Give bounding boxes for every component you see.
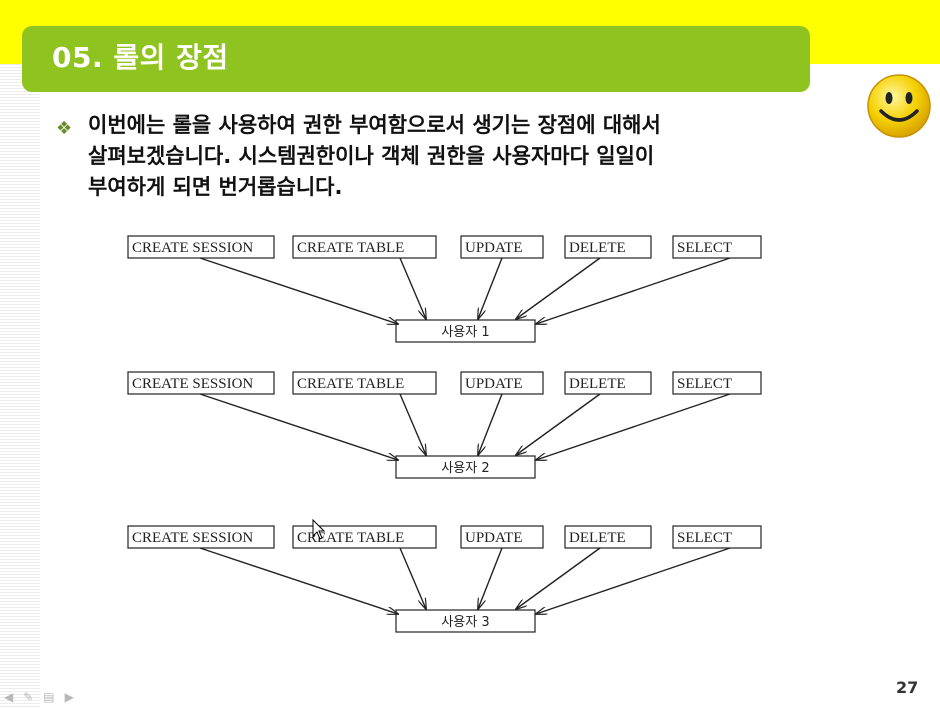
- privilege-box: [564, 235, 652, 259]
- privilege-label: DELETE: [569, 376, 626, 392]
- privilege-label: CREATE TABLE: [297, 530, 404, 546]
- body-line-2: 살펴보겠습니다. 시스템권한이나 객체 권한을 사용자마다 일일이: [88, 144, 655, 168]
- grant-arrow: [516, 547, 601, 609]
- grant-arrow: [399, 547, 426, 609]
- grant-arrow: [399, 393, 426, 455]
- mouse-pointer-icon: [312, 519, 326, 540]
- grant-arrow: [536, 257, 731, 324]
- privilege-label: SELECT: [677, 376, 732, 392]
- grant-arrow: [399, 257, 426, 319]
- smiley-face-icon: [867, 74, 931, 138]
- privilege-label: CREATE TABLE: [297, 240, 404, 256]
- grant-arrow: [516, 393, 601, 455]
- user-label: 사용자 3: [441, 615, 489, 630]
- privilege-diagram: CREATE SESSION CREATE TABLE UPDATE DELETE SE…: [127, 235, 762, 633]
- title-bar: [22, 26, 810, 92]
- privilege-group: CREATE SESSION CREATE TABLE UPDATE DELETE SE…: [127, 235, 762, 343]
- user-box: [395, 455, 536, 479]
- grant-arrow: [478, 547, 503, 609]
- grant-arrow: [478, 393, 503, 455]
- privilege-label: CREATE SESSION: [132, 376, 253, 392]
- privilege-box: [564, 371, 652, 395]
- privilege-label: CREATE TABLE: [297, 376, 404, 392]
- user-box: [395, 609, 536, 633]
- privilege-label: DELETE: [569, 240, 626, 256]
- grant-arrow: [199, 257, 398, 324]
- privilege-box: [672, 235, 762, 259]
- privilege-group: CREATE SESSION CREATE TABLE UPDATE DELETE SE…: [127, 371, 762, 479]
- privilege-label: CREATE SESSION: [132, 530, 253, 546]
- grant-arrow: [536, 393, 731, 460]
- privilege-label: DELETE: [569, 530, 626, 546]
- privilege-box: [292, 371, 437, 395]
- menu-icon[interactable]: ▤: [43, 690, 55, 704]
- privilege-label: UPDATE: [465, 376, 523, 392]
- privilege-label: UPDATE: [465, 240, 523, 256]
- slide-navigation[interactable]: ◀ ✎ ▤ ▶: [4, 690, 74, 704]
- pen-icon[interactable]: ✎: [23, 690, 34, 704]
- user-label: 사용자 1: [441, 325, 489, 340]
- privilege-label: SELECT: [677, 530, 732, 546]
- user-box: [395, 319, 536, 343]
- privilege-box: [292, 235, 437, 259]
- body-line-1: 이번에는 롤을 사용하여 권한 부여함으로서 생기는 장점에 대해서: [88, 113, 661, 137]
- privilege-label: CREATE SESSION: [132, 240, 253, 256]
- grant-arrow: [478, 257, 503, 319]
- privilege-box: [564, 525, 652, 549]
- user-label: 사용자 2: [441, 461, 489, 476]
- privilege-group: CREATE SESSION CREATE TABLE UPDATE DELETE SE…: [127, 525, 762, 633]
- privilege-box: [672, 525, 762, 549]
- privilege-box: [292, 525, 437, 549]
- previous-icon[interactable]: ◀: [4, 690, 14, 704]
- slide-title: 05. 롤의 장점: [52, 41, 229, 74]
- privilege-label: SELECT: [677, 240, 732, 256]
- bullet-diamond-icon: ❖: [56, 118, 73, 139]
- grant-arrow: [199, 547, 398, 614]
- grant-arrow: [516, 257, 601, 319]
- body-line-3: 부여하게 되면 번거롭습니다.: [88, 175, 343, 199]
- left-stripe-decoration: [0, 64, 40, 709]
- privilege-box: [672, 371, 762, 395]
- grant-arrow: [536, 547, 731, 614]
- grant-arrow: [199, 393, 398, 460]
- page-number: 27: [896, 678, 919, 697]
- body-text: 이번에는 롤을 사용하여 권한 부여함으로서 생기는 장점에 대해서 살펴보겠습…: [88, 110, 868, 203]
- next-icon[interactable]: ▶: [64, 690, 74, 704]
- privilege-label: UPDATE: [465, 530, 523, 546]
